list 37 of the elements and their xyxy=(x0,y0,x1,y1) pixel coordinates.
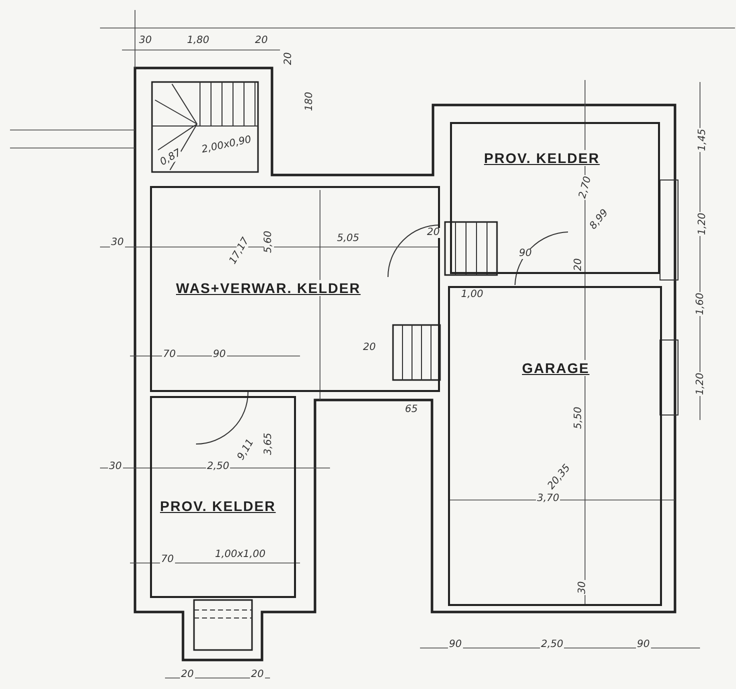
dimension-label: 1,00x1,00 xyxy=(214,550,266,560)
dimension-label: 90 xyxy=(448,640,463,650)
dimension-label: 3,70 xyxy=(536,494,560,504)
dimension-label: 20 xyxy=(250,670,265,680)
dimension-label: 2,50 xyxy=(206,462,230,472)
dimension-label: 1,00 xyxy=(460,290,484,300)
dimension-label: 20 xyxy=(362,343,377,353)
dimension-label: 5,05 xyxy=(336,234,360,244)
dimension-label: 30 xyxy=(578,580,588,595)
room-name: GARAGE xyxy=(520,360,592,376)
dimension-label: 1,60 xyxy=(696,292,706,316)
dimension-label: 20 xyxy=(284,51,294,66)
dimension-label: 20 xyxy=(180,670,195,680)
dimension-label: 30 xyxy=(138,36,153,46)
dimension-label: 90 xyxy=(212,350,227,360)
dimension-label: 180 xyxy=(305,90,315,112)
dimension-label: 1,20 xyxy=(698,212,708,236)
dimension-label: 30 xyxy=(110,238,125,248)
dimension-label: 1,80 xyxy=(186,36,210,46)
dimension-label: 5,60 xyxy=(264,230,274,254)
dimension-label: 5,50 xyxy=(574,406,584,430)
dimension-label: 1,45 xyxy=(698,128,708,152)
room-name: PROV. KELDER xyxy=(158,498,278,514)
room-name: PROV. KELDER xyxy=(482,150,602,166)
dimension-label: 70 xyxy=(162,350,177,360)
dimension-label: 65 xyxy=(404,405,419,415)
dimension-label: 20 xyxy=(574,257,584,272)
dimension-label: 20 xyxy=(426,228,441,238)
dimension-label: 90 xyxy=(518,249,533,259)
dimension-label: 20 xyxy=(254,36,269,46)
dimension-label: 2,50 xyxy=(540,640,564,650)
dimension-label: 70 xyxy=(160,555,175,565)
dimension-label: 3,65 xyxy=(264,432,274,456)
dimension-label: 30 xyxy=(108,462,123,472)
room-name: WAS+VERWAR. KELDER xyxy=(174,280,363,296)
dimension-label: 90 xyxy=(636,640,651,650)
dimension-label: 1,20 xyxy=(696,372,706,396)
